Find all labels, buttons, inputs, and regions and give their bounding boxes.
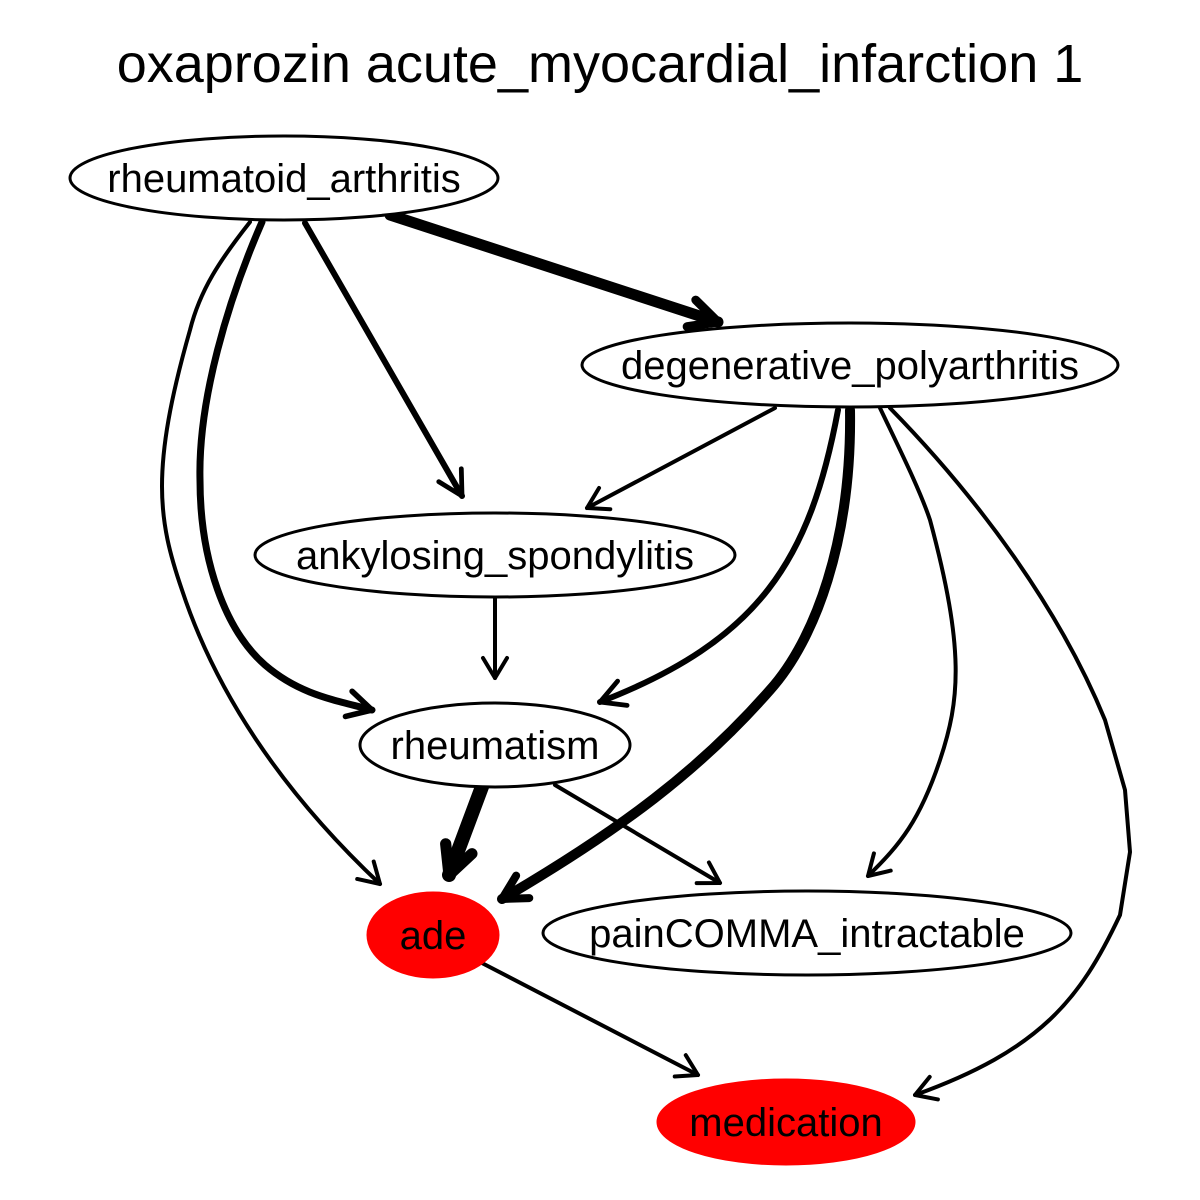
edge-rheumatoid-arthritis-to-rheumatism [196,218,376,720]
edge-rheumatoid-arthritis-to-degenerative-polyarthritis [384,209,724,332]
edge-line [497,405,856,904]
edge-rheumatism-to-ade [440,777,490,882]
node-label: degenerative_polyarthritis [621,344,1079,388]
arrowhead-icon [342,688,375,720]
arrowhead-icon [436,466,465,499]
edge-line [160,220,382,886]
node-rheumatism: rheumatism [358,701,632,789]
edge-line [478,960,700,1077]
arrowhead-icon [866,851,893,878]
diagram-title: oxaprozin acute_myocardial_infarction 1 [117,34,1084,94]
node-ellipse [541,889,1073,977]
node-rheumatoid-arthritis: rheumatoid_arthritis [68,134,500,222]
edge-degenerative-polyarthritis-to-medication [888,406,1132,1102]
arrowhead-icon [498,871,534,903]
edges-layer [160,209,1132,1102]
edge-rheumatoid-arthritis-to-ankylosing-spondylitis [302,220,465,499]
edge-degenerative-polyarthritis-to-paincomma-intractable [866,406,958,878]
node-ellipse [358,701,632,789]
edge-line [585,406,777,510]
arrowhead-icon [597,678,630,708]
arrowhead-icon [694,860,722,886]
node-label: painCOMMA_intractable [589,912,1025,956]
edge-line [553,783,722,885]
arrowhead-icon [481,656,509,680]
edge-ade-to-medication [478,960,700,1079]
node-ellipse [253,511,737,599]
edge-line [302,220,465,499]
arrowhead-icon [913,1074,940,1102]
node-label: rheumatism [391,724,600,768]
arrowhead-icon [440,838,478,881]
node-label: medication [689,1101,882,1145]
edge-line [888,406,1132,1097]
node-label: ade [400,914,467,958]
edge-degenerative-polyarthritis-to-ade [497,405,856,904]
edge-line [442,777,490,882]
node-ade: ade [366,891,500,979]
edge-line [597,407,841,705]
edge-rheumatoid-arthritis-to-ade [160,220,382,886]
arrowhead-icon [682,295,723,332]
edge-degenerative-polyarthritis-to-ankylosing-spondylitis [585,406,777,512]
node-label: rheumatoid_arthritis [107,157,461,201]
node-ellipse [68,134,500,222]
nodes-layer: rheumatoid_arthritis degenerative_polyart… [68,134,1120,1166]
node-ellipse [580,321,1120,409]
node-ellipse [366,891,500,979]
edge-rheumatism-to-paincomma-intractable [553,783,722,886]
node-paincomma-intractable: painCOMMA_intractable [541,889,1073,977]
edge-degenerative-polyarthritis-to-rheumatism [597,407,841,708]
edge-line [866,406,958,878]
node-ellipse [656,1078,916,1166]
node-ankylosing-spondylitis: ankylosing_spondylitis [253,511,737,599]
node-label: ankylosing_spondylitis [296,534,694,578]
node-degenerative-polyarthritis: degenerative_polyarthritis [580,321,1120,409]
arrowhead-icon [672,1053,700,1079]
edge-line [384,209,724,328]
arrowhead-icon [355,859,382,886]
edge-ankylosing-spondylitis-to-rheumatism [481,596,509,680]
edge-line [196,218,376,714]
arrowhead-icon [585,486,613,512]
node-medication: medication [656,1078,916,1166]
